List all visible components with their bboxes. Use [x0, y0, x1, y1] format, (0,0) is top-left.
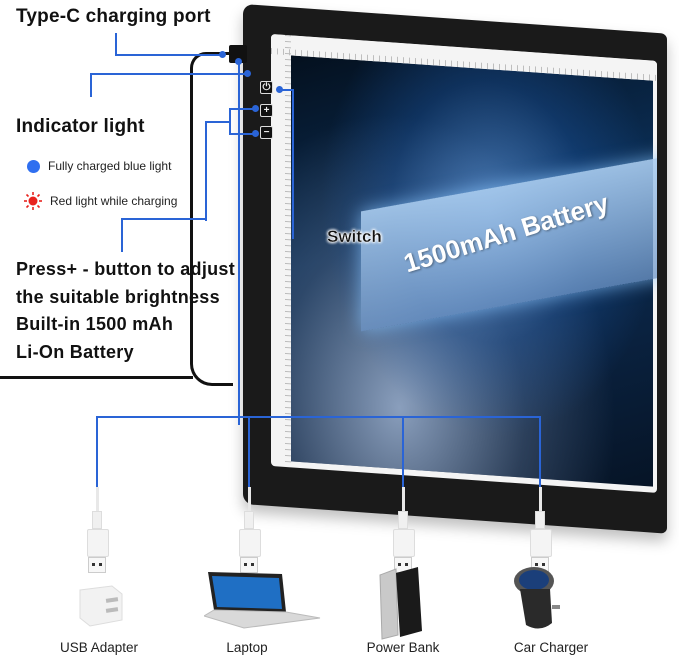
- callout-line: [115, 54, 222, 56]
- callout-line: [96, 416, 540, 418]
- minus-icon: −: [263, 127, 270, 138]
- plus-icon: +: [263, 105, 270, 116]
- callout-line: [96, 416, 98, 498]
- device-label-car-charger: Car Charger: [513, 640, 589, 655]
- ruler-left: [271, 33, 291, 468]
- power-button[interactable]: ⏻: [260, 81, 273, 94]
- brightness-minus-button[interactable]: −: [260, 126, 273, 139]
- usb-connector: [393, 487, 415, 573]
- pad-artwork: [291, 55, 657, 487]
- legend-blue: Fully charged blue light: [27, 159, 171, 173]
- callout-line: [248, 416, 250, 498]
- blue-dot-icon: [27, 159, 40, 173]
- callout-dot: [235, 58, 242, 65]
- callout-dot: [252, 105, 259, 112]
- usb-connector: [87, 487, 109, 573]
- usb-connector: [239, 487, 261, 573]
- light-pad: [243, 4, 667, 534]
- power-bank-icon: [378, 565, 428, 645]
- device-label-usb-adapter: USB Adapter: [59, 640, 139, 655]
- usb-cable-tail: [0, 376, 193, 379]
- type-c-plug: [229, 45, 247, 63]
- callout-line: [402, 416, 404, 498]
- callout-line: [115, 33, 117, 55]
- legend-blue-label: Fully charged blue light: [48, 159, 172, 173]
- callout-line: [205, 121, 230, 123]
- feature-description: Press+ - button to adjust the suitable b…: [16, 256, 235, 366]
- switch-label: Switch: [327, 227, 382, 246]
- red-sun-icon: [24, 192, 42, 210]
- tracing-surface: [271, 33, 657, 493]
- callout-line: [229, 133, 254, 135]
- callout-line: [292, 89, 294, 239]
- device-label-power-bank: Power Bank: [366, 640, 440, 655]
- callout-line: [90, 73, 92, 97]
- usb-connector: [530, 487, 552, 573]
- legend-red: Red light while charging: [24, 192, 177, 210]
- description-line: the suitable brightness: [16, 286, 220, 307]
- callout-dot: [276, 86, 283, 93]
- description-line: Li-On Battery: [16, 341, 134, 362]
- usb-adapter-icon: [72, 580, 127, 635]
- laptop-icon: [202, 570, 322, 635]
- description-line: Built-in 1500 mAh: [16, 314, 174, 334]
- device-label-laptop: Laptop: [226, 640, 268, 655]
- indicator-light-label: Indicator light: [16, 116, 145, 137]
- callout-line: [121, 218, 123, 252]
- brightness-plus-button[interactable]: +: [260, 104, 273, 117]
- type-c-port-label: Type-C charging port: [16, 6, 211, 27]
- callout-dot: [252, 130, 259, 137]
- callout-line: [539, 416, 541, 498]
- callout-line: [90, 73, 246, 75]
- car-charger-icon: [510, 563, 565, 638]
- power-icon: ⏻: [262, 82, 271, 93]
- callout-line: [279, 89, 293, 91]
- description-line: Press+ - button to adjust: [16, 259, 236, 279]
- callout-line: [229, 108, 254, 110]
- callout-dot: [244, 70, 251, 77]
- callout-line: [238, 60, 240, 425]
- callout-line: [205, 121, 207, 221]
- callout-dot: [219, 51, 226, 58]
- callout-line: [121, 218, 206, 220]
- legend-red-label: Red light while charging: [50, 194, 178, 208]
